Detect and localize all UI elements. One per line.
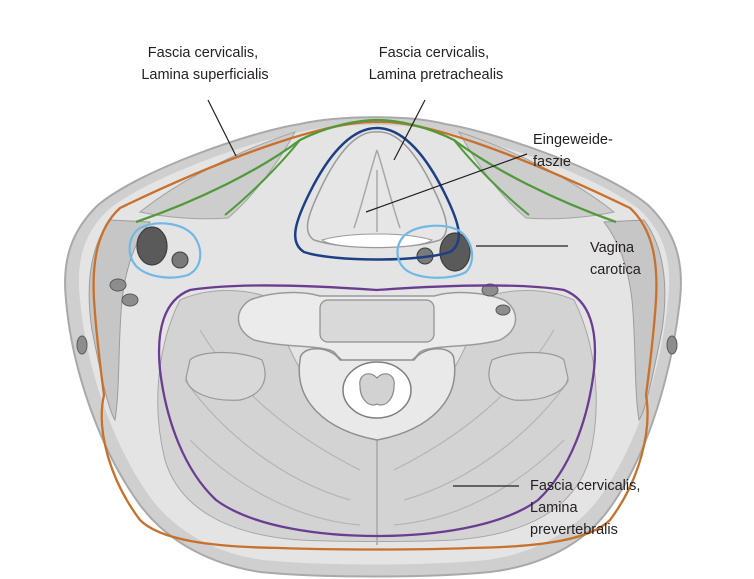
spinal-cord bbox=[359, 373, 395, 406]
muscle-fibers-right bbox=[393, 329, 570, 526]
label-eingeweidefaszie: Eingeweide- faszie bbox=[533, 132, 617, 170]
vocal-fold-structure bbox=[353, 149, 401, 232]
fascia-lamina-prevertebralis bbox=[157, 284, 597, 538]
internal-jugular-vein-right bbox=[439, 232, 471, 272]
fascia-lamina-pretrachealis bbox=[135, 118, 617, 224]
small-vessel bbox=[666, 335, 678, 355]
small-vessel bbox=[495, 304, 511, 316]
label-lamina-pretrachealis: Fascia cervicalis, Lamina pretrachealis bbox=[369, 45, 504, 83]
pharynx-lumen bbox=[320, 233, 434, 248]
muscle-sternocleidomastoid-left bbox=[88, 219, 151, 422]
vertebral-body bbox=[319, 299, 435, 343]
leader-line-pretrachealis bbox=[393, 99, 426, 161]
fascia-lamina-superficialis bbox=[92, 120, 658, 551]
fascia-vagina-carotica-left bbox=[128, 222, 202, 279]
muscle-fibers-left bbox=[184, 329, 361, 526]
leader-line-eingeweide bbox=[365, 153, 528, 213]
leader-line-superficialis bbox=[207, 99, 237, 157]
fascia-lamina-pretrachealis-inner bbox=[224, 139, 530, 216]
carotid-artery-left bbox=[171, 251, 189, 269]
label-vagina-carotica: Vagina carotica bbox=[590, 240, 642, 278]
lateral-mass-right bbox=[488, 351, 569, 401]
label-lamina-prevertebralis: Fascia cervicalis, Lamina prevertebralis bbox=[530, 478, 644, 538]
muscle-strap-left bbox=[138, 131, 297, 220]
label-lamina-superficialis: Fascia cervicalis, Lamina superficialis bbox=[141, 45, 268, 83]
fascia-eingeweidefaszie bbox=[294, 126, 460, 261]
small-vessel bbox=[109, 278, 127, 292]
lateral-mass-left bbox=[185, 351, 266, 401]
small-vessel bbox=[121, 293, 139, 307]
small-vessel bbox=[481, 283, 499, 297]
internal-jugular-vein-left bbox=[136, 226, 168, 266]
small-vessel bbox=[76, 335, 88, 355]
fascia-vagina-carotica-right bbox=[396, 224, 474, 279]
